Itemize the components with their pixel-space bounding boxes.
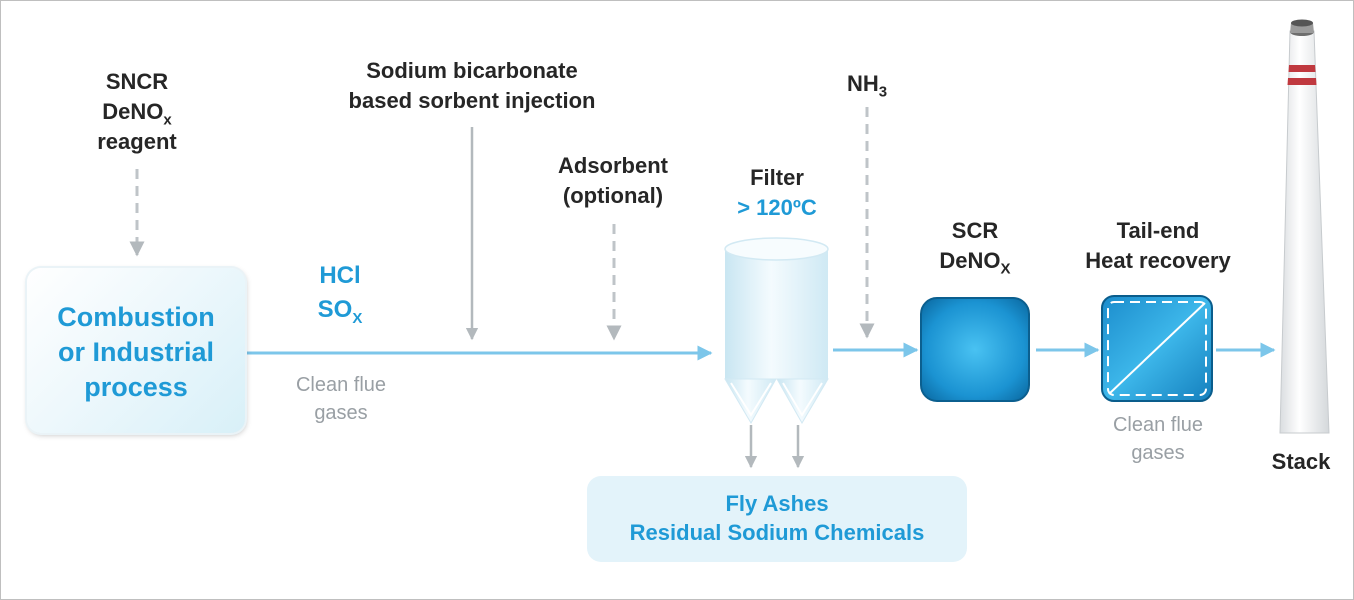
nh3-label: NH3	[817, 69, 917, 99]
byproducts-line1: Fly Ashes	[725, 491, 829, 516]
sox-text: SO	[317, 296, 353, 323]
combustion-line3: process	[84, 372, 188, 402]
stack-label: Stack	[1271, 449, 1331, 474]
sncr-reagent-label: SNCR DeNOx reagent	[67, 67, 207, 157]
clean-flue-1-line1: Clean flue	[295, 374, 387, 396]
sox-sub: X	[352, 309, 363, 327]
pollutants-label: HCl SOX	[280, 259, 400, 327]
stack-chimney	[1279, 19, 1330, 434]
filter-title: Filter	[750, 165, 804, 190]
tailend-line2: Heat recovery	[1085, 248, 1231, 273]
heat-recovery-unit	[1101, 295, 1213, 402]
combustion-line1: Combustion	[57, 302, 215, 332]
tailend-label: Tail-end Heat recovery	[1053, 216, 1263, 276]
sorbent-line1: Sodium bicarbonate	[366, 58, 578, 83]
sox-line: SOX	[280, 293, 400, 327]
byproducts-label: Fly Ashes Residual Sodium Chemicals	[587, 489, 967, 547]
sncr-line1: SNCR	[105, 69, 169, 94]
clean-flue-2-line2: gases	[1131, 442, 1185, 464]
clean-flue-1-line2: gases	[314, 402, 368, 424]
filter-vessel	[724, 237, 829, 424]
filter-temperature: > 120ºC	[737, 195, 817, 220]
sorbent-line2: based sorbent injection	[348, 88, 596, 113]
clean-flue-2-line1: Clean flue	[1112, 414, 1204, 436]
nh3-sub: 3	[878, 83, 888, 101]
adsorbent-label: Adsorbent (optional)	[533, 151, 693, 211]
sncr-line2: DeNOx	[67, 97, 207, 127]
filter-label: Filter > 120ºC	[707, 163, 847, 223]
byproducts-line2: Residual Sodium Chemicals	[629, 520, 925, 545]
sorbent-injection-label: Sodium bicarbonate based sorbent injecti…	[322, 56, 622, 116]
sncr-deno-sub: x	[163, 111, 172, 129]
scr-unit	[920, 297, 1030, 402]
nh3-text: NH	[846, 71, 879, 96]
sncr-deno: DeNO	[102, 99, 164, 124]
tailend-line1: Tail-end	[1116, 218, 1200, 243]
sncr-line3: reagent	[97, 129, 177, 154]
scr-deno: DeNO	[939, 248, 1001, 273]
clean-flue-gases-label-2: Clean flue gases	[1078, 411, 1238, 467]
clean-flue-gases-label-1: Clean flue gases	[261, 371, 421, 427]
scr-deno-sub: X	[1000, 260, 1011, 278]
scr-line1: SCR	[951, 218, 999, 243]
byproducts-box: Fly Ashes Residual Sodium Chemicals	[587, 476, 967, 562]
scr-line2: DeNOX	[905, 246, 1045, 276]
adsorbent-line2: (optional)	[562, 183, 664, 208]
combustion-line2: or Industrial	[57, 337, 214, 367]
hcl-text: HCl	[319, 262, 361, 289]
combustion-process-label: Combustion or Industrial process	[27, 300, 245, 405]
scr-label: SCR DeNOX	[905, 216, 1045, 276]
combustion-process-box: Combustion or Industrial process	[27, 268, 245, 433]
adsorbent-line1: Adsorbent	[558, 153, 668, 178]
